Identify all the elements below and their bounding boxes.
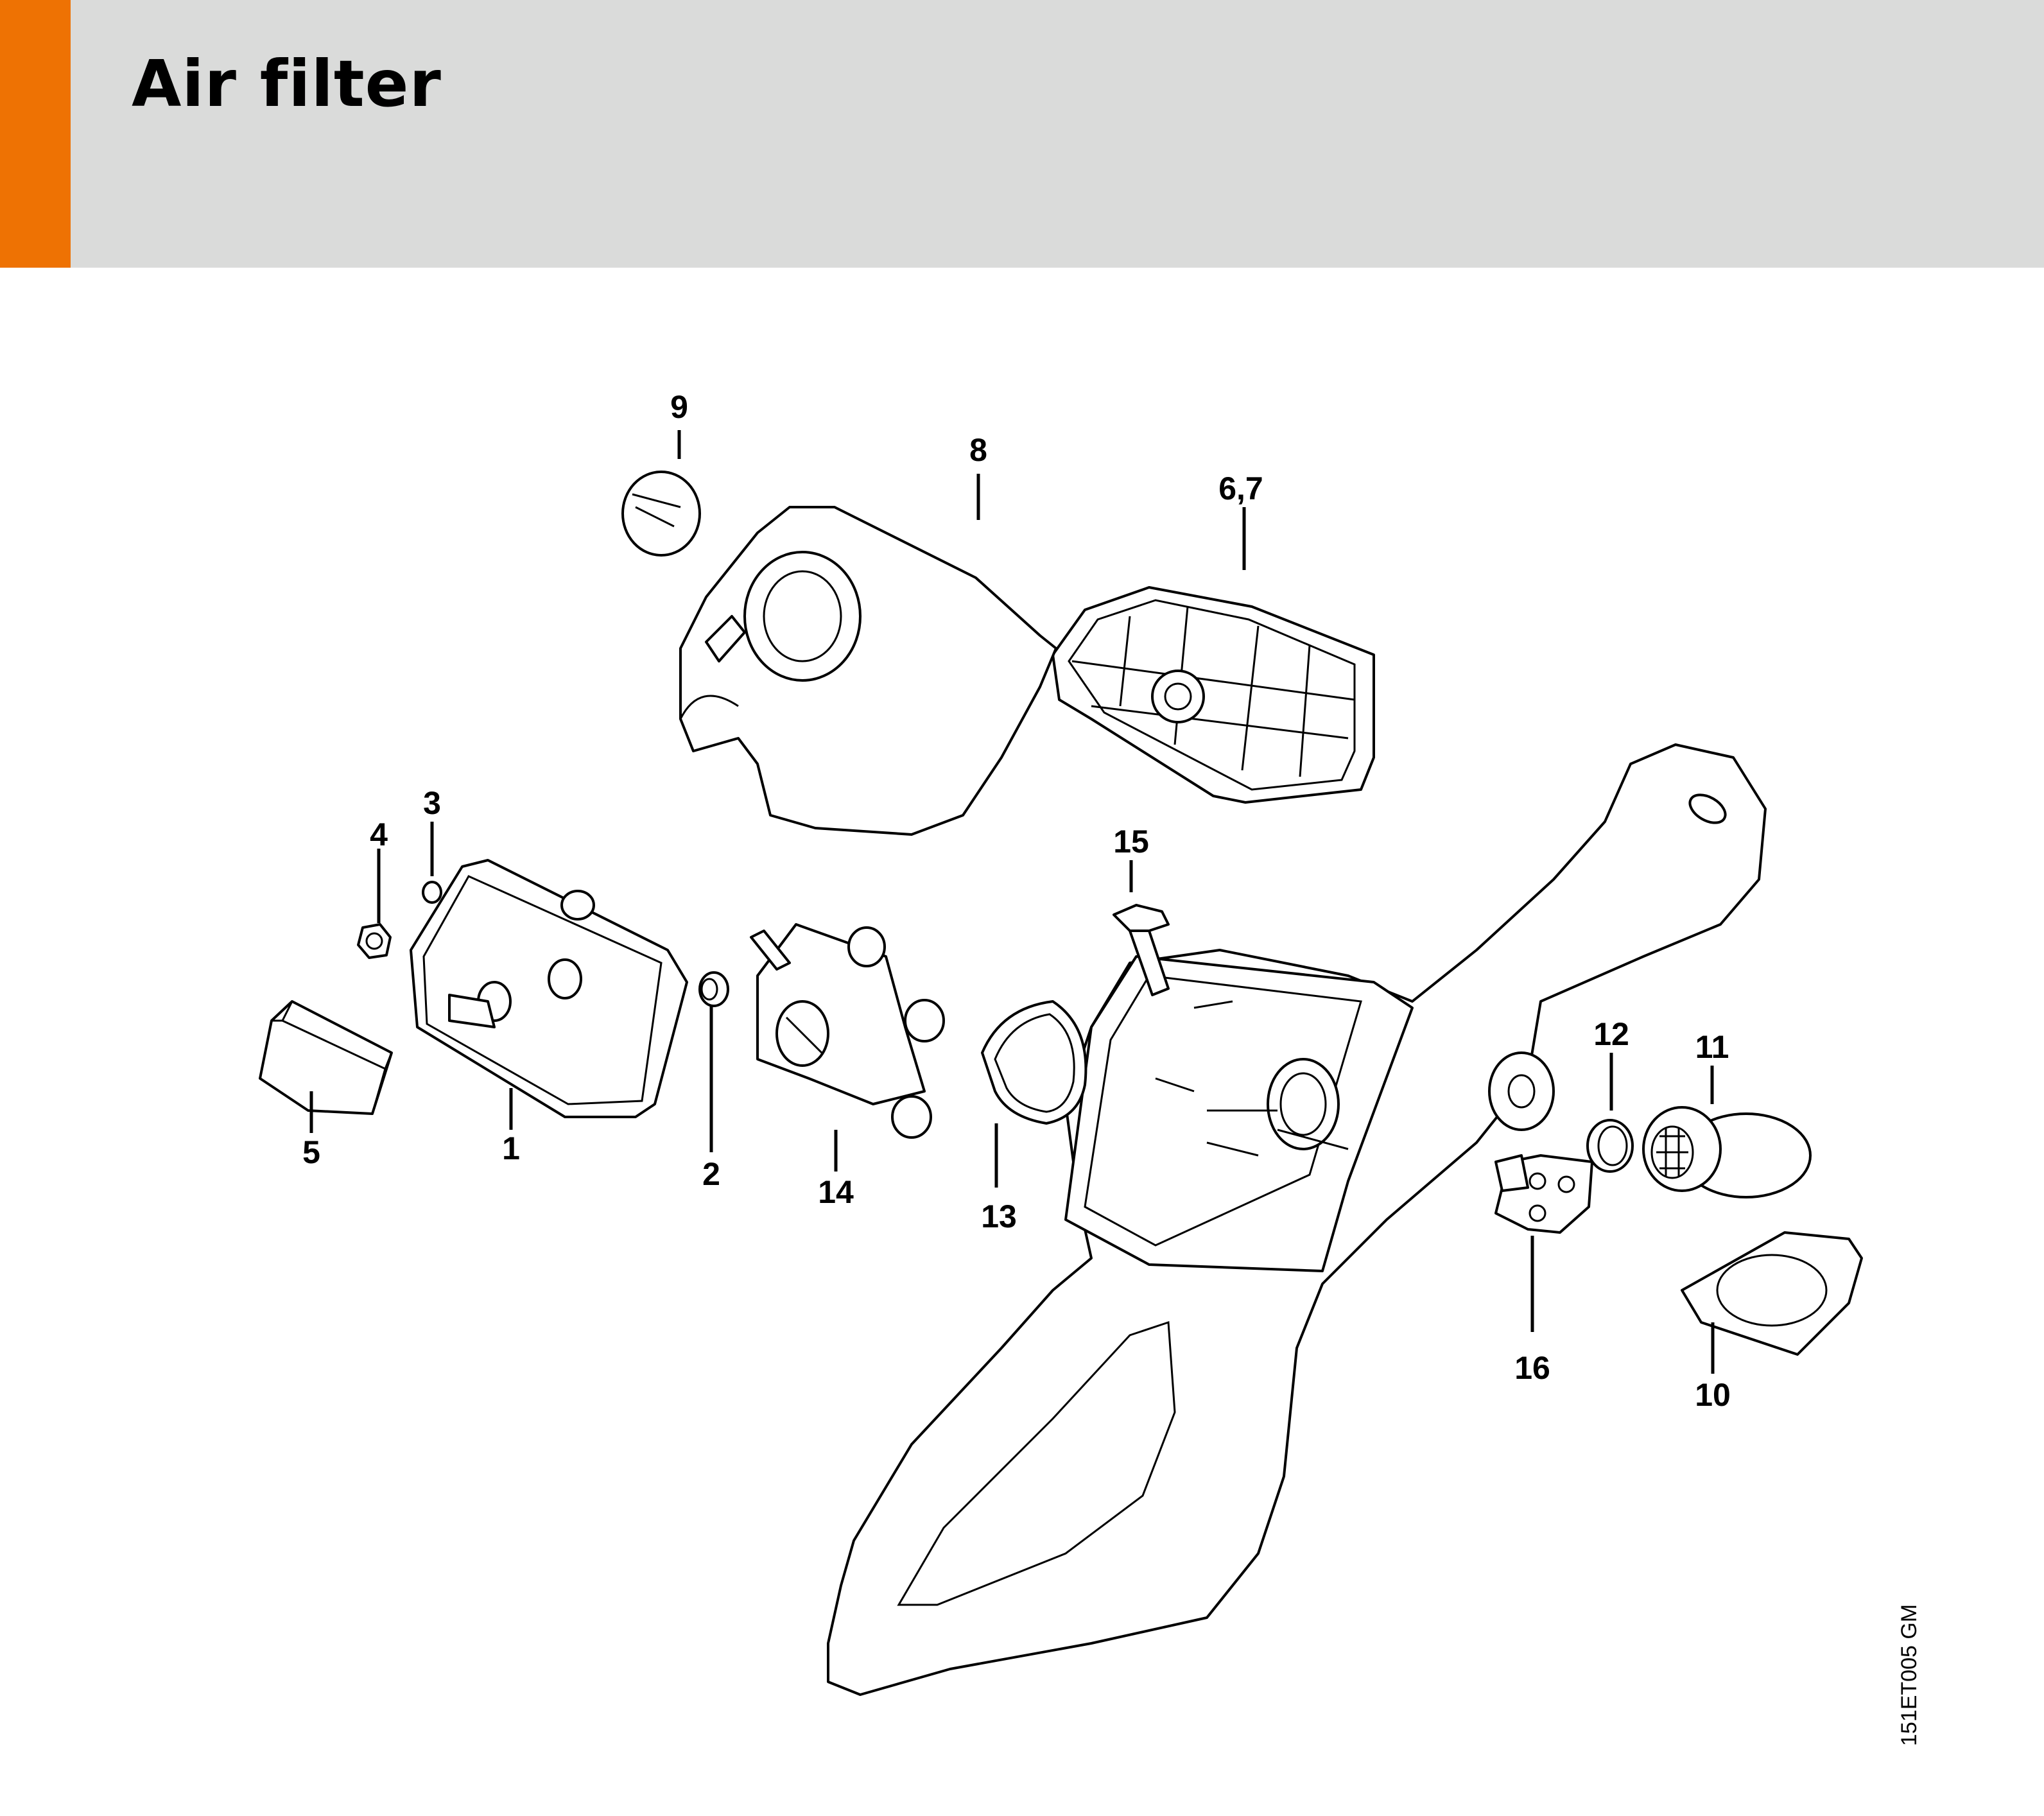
part-14-carburetor [750, 923, 945, 1139]
part-11-strainer [1642, 1106, 1812, 1198]
page-title: Air filter [132, 46, 442, 121]
callout-16: 16 [1514, 1350, 1550, 1386]
leader-lines [309, 430, 1715, 1374]
callout-3: 3 [423, 785, 441, 821]
part-1-filter-base [410, 859, 688, 1118]
part-13-gasket [981, 1000, 1087, 1125]
part-4-hex-nut [357, 923, 392, 959]
part-3-ring [422, 881, 442, 904]
callout-14: 14 [818, 1174, 854, 1210]
part-8-top-cover [679, 506, 1057, 836]
callout-1: 1 [502, 1130, 520, 1166]
part-6-7-filter-cover [1052, 586, 1375, 804]
part-5-filter-element [259, 1000, 393, 1115]
part-9-cap [621, 471, 701, 557]
callout-6-7: 6,7 [1218, 471, 1263, 506]
exploded-parts-diagram: 1 2 3 4 5 6,7 8 9 10 11 12 13 14 15 16 [0, 268, 2044, 1813]
callout-8: 8 [969, 432, 987, 468]
part-10-gasket-tray [1681, 1231, 1863, 1356]
drawing-reference-code: 151ET005 GM [1897, 1604, 1921, 1746]
callout-15: 15 [1113, 824, 1149, 860]
page-header: Air filter [0, 0, 2044, 268]
header-accent-bar [0, 0, 71, 268]
rear-handle-housing [827, 743, 1767, 1696]
callout-13: 13 [981, 1198, 1017, 1234]
part-2-sleeve [698, 971, 729, 1007]
callout-9: 9 [670, 389, 688, 425]
callout-5: 5 [302, 1134, 320, 1170]
callout-labels: 1 2 3 4 5 6,7 8 9 10 11 12 13 14 15 16 [302, 389, 1731, 1413]
callout-11: 11 [1695, 1029, 1729, 1065]
part-16-flange [1494, 1154, 1593, 1234]
callout-12: 12 [1593, 1016, 1629, 1052]
part-12-seal-ring [1586, 1119, 1634, 1173]
part-15-connector [1113, 904, 1170, 996]
callout-2: 2 [702, 1156, 720, 1192]
callout-4: 4 [370, 817, 388, 852]
callout-10: 10 [1695, 1377, 1731, 1413]
